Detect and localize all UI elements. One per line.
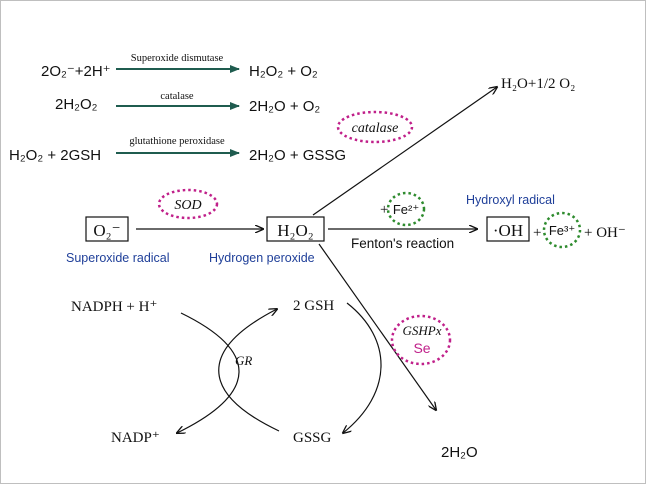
nadph-to-nadp-arc <box>177 312 240 433</box>
reaction-3-right: 2H₂O + GSSG <box>249 147 346 164</box>
gshpx-guide <box>319 245 475 407</box>
hydroxyl-caption: Hydroxyl radical <box>466 193 555 207</box>
gr-label: GR <box>235 353 252 368</box>
gsh-to-gssg-arc <box>343 302 382 433</box>
superoxide-box <box>85 216 129 242</box>
h2o2-caption: Hydrogen peroxide <box>209 251 315 265</box>
reaction-glutathione-peroxidase: H₂O₂ + 2GSH glutathione peroxidase 2H₂O … <box>9 136 346 164</box>
se-label: Se <box>413 340 430 356</box>
fe3-plus: + <box>533 225 541 241</box>
sod-enzyme-circle <box>157 188 219 220</box>
water-product: 2H₂O <box>441 444 478 461</box>
fe3-label: Fe³⁺ <box>549 223 575 238</box>
h2o2-formula: H₂O₂ <box>277 221 313 240</box>
nadph-label: NADPH + H⁺ <box>71 299 157 315</box>
gshpx-arrow <box>318 243 436 410</box>
superoxide-caption: Superoxide radical <box>66 251 170 265</box>
fe3-circle <box>542 211 582 249</box>
reaction-2-right: 2H₂O + O₂ <box>249 98 320 115</box>
oh-minus: + OH⁻ <box>584 225 626 241</box>
gssg-label: GSSG <box>293 430 332 446</box>
gshpx-enzyme-circle <box>390 314 452 366</box>
fe2-circle <box>386 191 426 227</box>
reaction-superoxide-dismutase: 2O₂⁻+2H⁺ Superoxide dismutase H₂O₂ + O₂ <box>41 53 318 80</box>
hydroxyl-formula: ·OH <box>493 221 523 240</box>
catalase-enzyme-circle <box>336 110 414 144</box>
gssg-to-gsh-arc <box>218 309 279 432</box>
reaction-2-left: 2H₂O₂ <box>55 96 98 113</box>
fe2-plus: + <box>380 202 388 218</box>
reaction-2-enzyme: catalase <box>160 91 194 102</box>
sod-label: SOD <box>174 198 201 213</box>
catalase-arrow <box>312 87 497 216</box>
reaction-catalase: 2H₂O₂ catalase 2H₂O + O₂ <box>55 91 320 115</box>
hydroxyl-box <box>486 216 530 242</box>
superoxide-formula: O₂⁻ <box>93 221 120 240</box>
reaction-1-enzyme: Superoxide dismutase <box>131 53 224 64</box>
catalase-label: catalase <box>352 121 399 136</box>
gsh-label: 2 GSH <box>293 298 334 314</box>
fe2-label: Fe²⁺ <box>393 202 419 217</box>
nadp-label: NADP⁺ <box>111 430 160 446</box>
reaction-3-left: H₂O₂ + 2GSH <box>9 147 101 164</box>
reaction-3-enzyme: glutathione peroxidase <box>129 136 225 147</box>
reaction-1-right: H₂O₂ + O₂ <box>249 63 318 80</box>
catalase-product: H₂O+1/2 O₂ <box>501 76 575 92</box>
reaction-1-left: 2O₂⁻+2H⁺ <box>41 63 111 80</box>
gshpx-label: GSHPx <box>403 323 442 338</box>
fenton-label: Fenton's reaction <box>351 236 454 251</box>
h2o2-box <box>266 216 325 242</box>
